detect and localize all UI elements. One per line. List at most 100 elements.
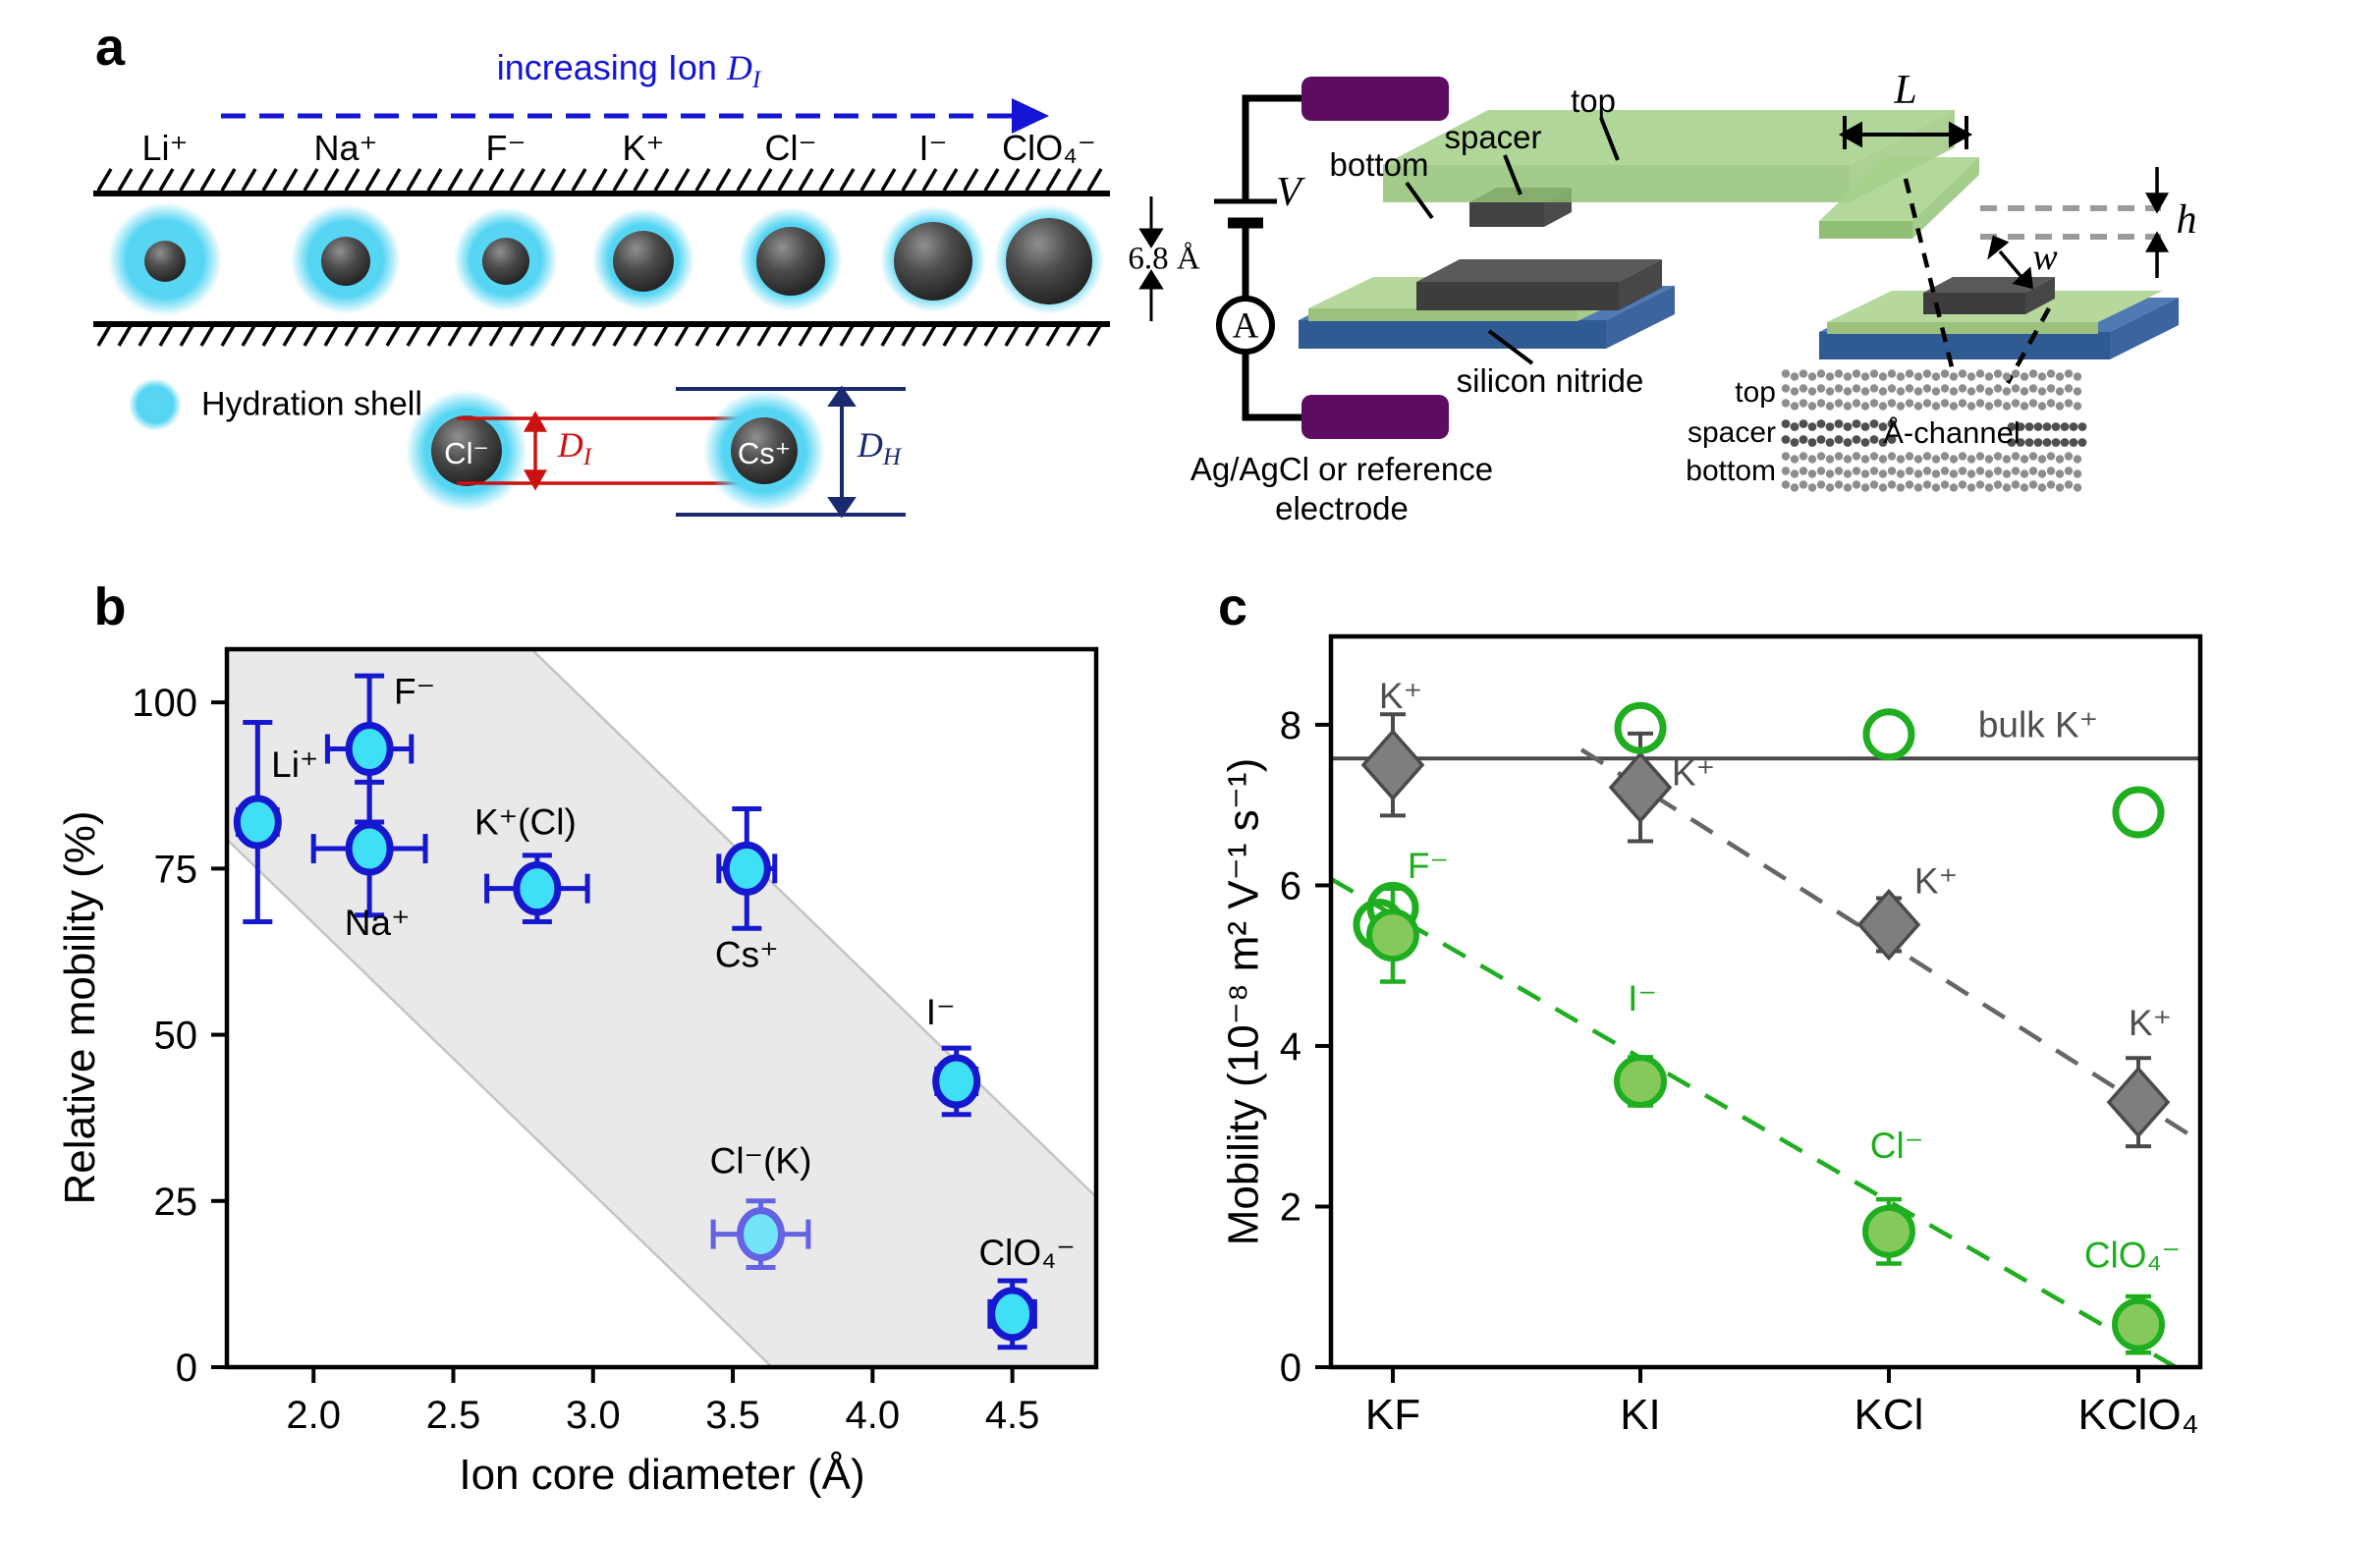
c-k-diamond-0: K⁺ — [1360, 676, 1425, 818]
caption-sub: I — [751, 67, 761, 94]
c-anion-label-1: I⁻ — [1628, 978, 1657, 1018]
b-point-label-7: ClO₄⁻ — [978, 1233, 1075, 1273]
b-y-tick-4: 100 — [132, 682, 197, 725]
bottom-layer-label: bottom — [1329, 146, 1429, 183]
c-anion-label-2: Cl⁻ — [1870, 1126, 1923, 1166]
hydrated-ion-2: F⁻ — [454, 128, 558, 311]
c-x-category-0: KF — [1365, 1391, 1420, 1439]
c-y-tick-3: 6 — [1280, 864, 1301, 908]
c-y-tick-4: 8 — [1280, 704, 1301, 747]
b-y-axis-label: Relative mobility (%) — [56, 810, 104, 1205]
b-point-label-3: K⁺(Cl) — [474, 802, 577, 843]
increasing-diameter-caption: increasing Ion DI — [497, 47, 761, 94]
dh-var: D — [857, 424, 883, 465]
b-y-tick-2: 50 — [154, 1015, 198, 1058]
b-x-tick-2: 3.0 — [566, 1394, 621, 1437]
cl-ion-label: Cl⁻ — [444, 436, 489, 470]
c-anion-point-3: ClO₄⁻ — [2084, 1236, 2181, 1355]
c-y-tick-2: 4 — [1280, 1025, 1301, 1069]
bulk-k-label: bulk K⁺ — [1978, 704, 2098, 744]
cs-ion-label: Cs⁺ — [737, 436, 792, 470]
c-k-diamond-2: K⁺ — [1856, 861, 1958, 962]
c-anion-point-0: F⁻ — [1366, 846, 1449, 984]
b-plot-frame — [224, 646, 1099, 1370]
angstrom-channel-label: Å-channel — [1883, 415, 2020, 450]
b-x-tick-1: 2.5 — [426, 1394, 481, 1437]
ammeter-label: A — [1232, 305, 1259, 347]
c-anion-point-2: Cl⁻ — [1862, 1126, 1923, 1266]
hydrated-ion-3: K⁺ — [592, 128, 694, 310]
b-x-tick-3: 3.5 — [705, 1394, 760, 1437]
inset-spacer-label: spacer — [1687, 416, 1776, 449]
c-k-label-2: K⁺ — [1914, 861, 1958, 902]
b-data-point-6: I⁻ — [926, 992, 981, 1118]
b-data-point-2: Na⁺ — [310, 779, 428, 943]
c-y-axis-label: Mobility (10⁻⁸ m² V⁻¹ s⁻¹) — [1219, 757, 1268, 1246]
c-x-category-1: KI — [1620, 1391, 1661, 1439]
hydrated-ion-6: ClO₄⁻ — [994, 128, 1104, 314]
b-x-tick-5: 4.5 — [985, 1394, 1040, 1437]
b-x-tick-0: 2.0 — [286, 1394, 341, 1437]
ion-label-0: Li⁺ — [141, 128, 188, 168]
panel-a-label: a — [94, 18, 126, 77]
b-data-point-1: F⁻ — [324, 672, 435, 825]
hydrated-diameter-symbol: DH — [858, 424, 901, 471]
c-anion-label-3: ClO₄⁻ — [2084, 1236, 2181, 1276]
c-open-circle-2 — [1614, 701, 1667, 754]
c-anion-point-1: I⁻ — [1614, 978, 1667, 1108]
panel-b-label: b — [93, 578, 127, 636]
ion-label-5: I⁻ — [918, 128, 947, 168]
width-dimension — [1987, 235, 2034, 290]
b-data-point-7: ClO₄⁻ — [978, 1233, 1076, 1350]
b-y-tick-1: 25 — [154, 1181, 198, 1224]
ion-channel-schematic: Li⁺Na⁺F⁻K⁺Cl⁻I⁻ClO₄⁻ — [93, 128, 1110, 347]
channel-length-label: L — [1894, 68, 1917, 113]
height-dimension — [1980, 167, 2169, 278]
b-x-axis-label: Ion core diameter (Å) — [459, 1451, 865, 1499]
hydrated-ion-1: Na⁺ — [291, 128, 401, 314]
b-y-tick-0: 0 — [176, 1347, 197, 1390]
b-data-point-5: Cl⁻(K) — [710, 1141, 812, 1270]
anion-trend-line — [1329, 876, 2178, 1369]
ion-diameter-symbol: DI — [558, 424, 591, 471]
channel-cross-section-inset — [1781, 369, 2087, 492]
panel-c-label: c — [1217, 578, 1248, 636]
length-dimension — [1838, 116, 1973, 149]
b-y-tick-3: 75 — [154, 848, 198, 891]
c-y-tick-0: 0 — [1280, 1347, 1301, 1390]
bottom-electrode — [1301, 395, 1449, 439]
c-open-circle-4 — [2112, 786, 2165, 839]
top-layer-label: top — [1571, 83, 1616, 119]
c-x-category-2: KCl — [1854, 1391, 1924, 1439]
increasing-diameter-arrow — [221, 98, 1049, 134]
c-plot-frame — [1328, 633, 2203, 1370]
inset-top-label: top — [1735, 376, 1776, 409]
c-k-diamond-3: K⁺ — [2106, 1003, 2172, 1149]
spacer-layer-label: spacer — [1444, 119, 1542, 155]
b-point-label-5: Cl⁻(K) — [710, 1141, 812, 1182]
c-anion-label-0: F⁻ — [1408, 846, 1449, 886]
c-y-tick-1: 2 — [1280, 1185, 1301, 1229]
b-x-tick-4: 4.0 — [846, 1394, 901, 1437]
b-data-point-4: Cs⁺ — [715, 805, 779, 974]
ion-label-2: F⁻ — [486, 128, 526, 168]
b-point-label-4: Cs⁺ — [715, 934, 779, 974]
voltage-label: V — [1276, 170, 1301, 215]
gap-dimension-arrows — [1138, 196, 1164, 321]
ion-label-6: ClO₄⁻ — [1002, 128, 1096, 168]
hydrated-ion-5: I⁻ — [880, 128, 986, 312]
b-point-label-2: Na⁺ — [345, 903, 411, 943]
gap-size-label: 6.8 Å — [1128, 241, 1200, 277]
b-point-label-6: I⁻ — [926, 992, 956, 1032]
inset-bottom-label: bottom — [1686, 455, 1776, 487]
channel-height-label: h — [2176, 197, 2197, 243]
electrode-caption-line2: electrode — [1275, 490, 1409, 526]
c-x-category-3: KClO₄ — [2077, 1391, 2198, 1439]
ion-label-1: Na⁺ — [313, 128, 377, 168]
c-k-label-3: K⁺ — [2129, 1003, 2172, 1043]
device-schematic — [1214, 77, 2179, 439]
diameter-definition-diagram — [406, 385, 906, 519]
b-point-label-1: F⁻ — [394, 672, 435, 712]
